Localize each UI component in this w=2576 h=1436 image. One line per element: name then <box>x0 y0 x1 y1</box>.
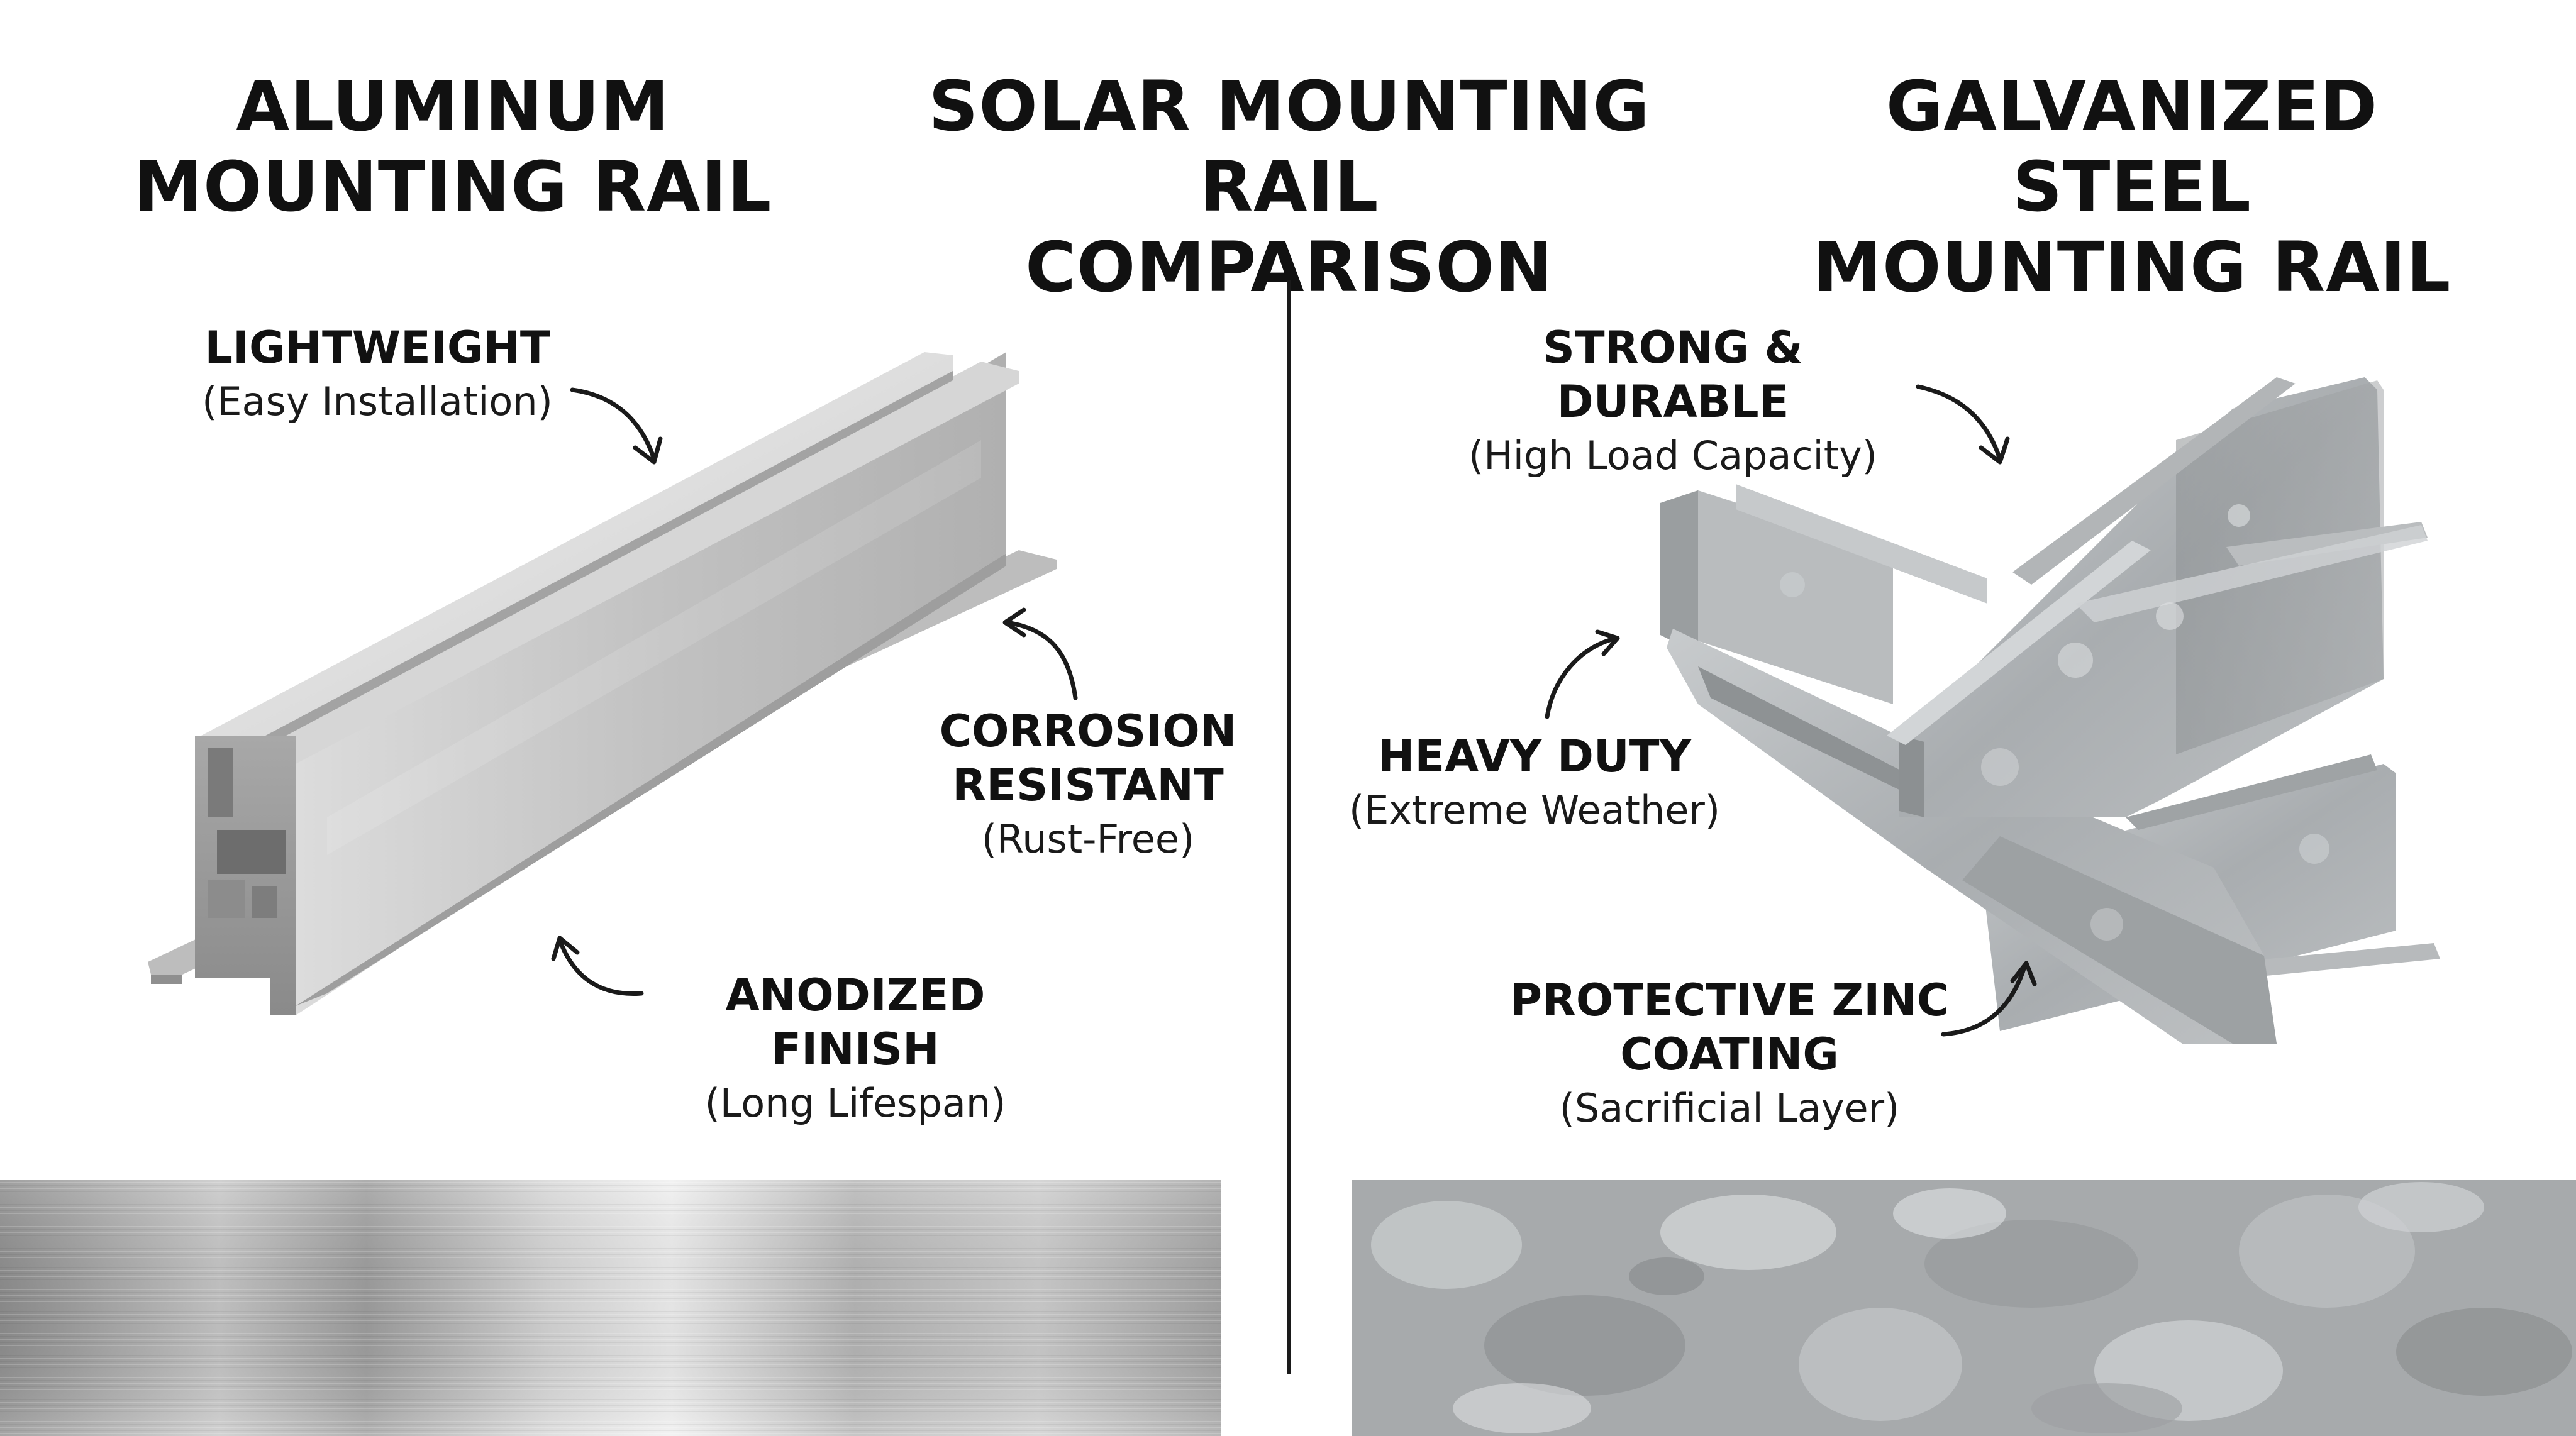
feature-heavy-duty: HEAVY DUTY (Extreme Weather) <box>1321 729 1748 837</box>
arrow-strong-icon <box>1916 384 2010 465</box>
feature-heavy-subtitle: (Extreme Weather) <box>1348 787 1721 833</box>
feature-strong-durable: STRONG & DURABLE (High Load Capacity) <box>1421 321 1924 483</box>
feature-corrosion-subtitle: (Rust-Free) <box>981 816 1195 862</box>
arrow-lightweight-icon <box>570 387 663 465</box>
arrow-heavy-icon <box>1545 629 1620 719</box>
steel-heading-line-1: GALVANIZED STEEL <box>1885 66 2379 227</box>
arrow-corrosion-icon <box>1002 607 1078 700</box>
feature-anodized-title: ANODIZED FINISH <box>725 969 985 1075</box>
feature-anodized-subtitle: (Long Lifespan) <box>704 1080 1006 1126</box>
feature-corrosion-resistant: CORROSION RESISTANT (Rust-Free) <box>924 704 1252 866</box>
aluminum-texture-swatch <box>0 1180 1221 1436</box>
aluminum-heading-line-2: MOUNTING RAIL <box>133 146 772 227</box>
aluminum-rail-image <box>148 352 1057 1015</box>
feature-lightweight: LIGHTWEIGHT (Easy Installation) <box>157 321 597 429</box>
feature-strong-title: STRONG & DURABLE <box>1543 322 1803 428</box>
page-title-line-1: SOLAR MOUNTING RAIL <box>928 66 1650 227</box>
arrow-zinc-icon <box>1941 961 2037 1037</box>
feature-anodized-finish: ANODIZED FINISH (Long Lifespan) <box>641 968 1069 1130</box>
feature-strong-subtitle: (High Load Capacity) <box>1468 433 1877 478</box>
steel-texture-swatch <box>1352 1180 2576 1436</box>
center-divider <box>1287 280 1291 1374</box>
feature-heavy-title: HEAVY DUTY <box>1377 731 1692 782</box>
steel-heading-line-2: MOUNTING RAIL <box>1813 227 2451 307</box>
arrow-anodized-icon <box>551 936 644 996</box>
aluminum-heading: ALUMINUM MOUNTING RAIL <box>101 66 805 227</box>
steel-heading: GALVANIZED STEEL MOUNTING RAIL <box>1755 66 2509 307</box>
feature-lightweight-title: LIGHTWEIGHT <box>204 322 550 373</box>
feature-corrosion-title: CORROSION RESISTANT <box>939 705 1237 811</box>
feature-zinc-subtitle: (Sacrificial Layer) <box>1559 1085 1900 1131</box>
aluminum-heading-line-1: ALUMINUM <box>236 66 670 146</box>
feature-zinc-coating: PROTECTIVE ZINC COATING (Sacrificial Lay… <box>1491 973 1968 1135</box>
feature-zinc-title: PROTECTIVE ZINC COATING <box>1509 975 1950 1080</box>
steel-rail-image <box>1660 377 2440 1044</box>
feature-lightweight-subtitle: (Easy Installation) <box>202 378 553 424</box>
